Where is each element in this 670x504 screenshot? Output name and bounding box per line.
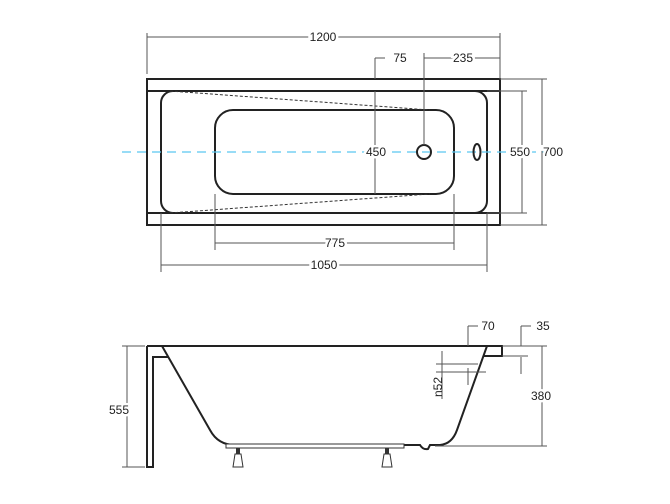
dim-overall-width: 700 — [543, 145, 563, 159]
dim-outer-offset: 75 — [393, 51, 407, 65]
dim-overall-length: 1200 — [310, 30, 337, 44]
rim-edge — [484, 345, 503, 357]
overflow-icon — [472, 143, 482, 161]
dim-rim-thickness: 35 — [536, 319, 550, 333]
dim-inner-width: 550 — [510, 145, 530, 159]
slope-line-bottom — [169, 193, 431, 214]
dim-rim-overhang: 70 — [481, 319, 495, 333]
dim-drain-offset: 235 — [453, 51, 473, 65]
dim-basin-floor-width: 450 — [366, 145, 386, 159]
tub-shell — [161, 345, 488, 451]
dim-inner-length: 1050 — [311, 258, 338, 272]
dim-basin-floor-length: 775 — [325, 236, 345, 250]
support-frame — [225, 443, 405, 449]
foot-left — [232, 448, 244, 468]
dim-depth: 380 — [531, 389, 551, 403]
foot-right — [381, 448, 393, 468]
top-view: 1200 75 235 450 550 700 775 1050 — [122, 28, 566, 275]
dim-total-height: 555 — [109, 403, 129, 417]
slope-line-top — [169, 90, 431, 111]
front-panel — [146, 346, 168, 468]
dim-overflow: n52 — [431, 377, 445, 397]
side-view: 555 70 35 380 n52 — [106, 319, 554, 468]
